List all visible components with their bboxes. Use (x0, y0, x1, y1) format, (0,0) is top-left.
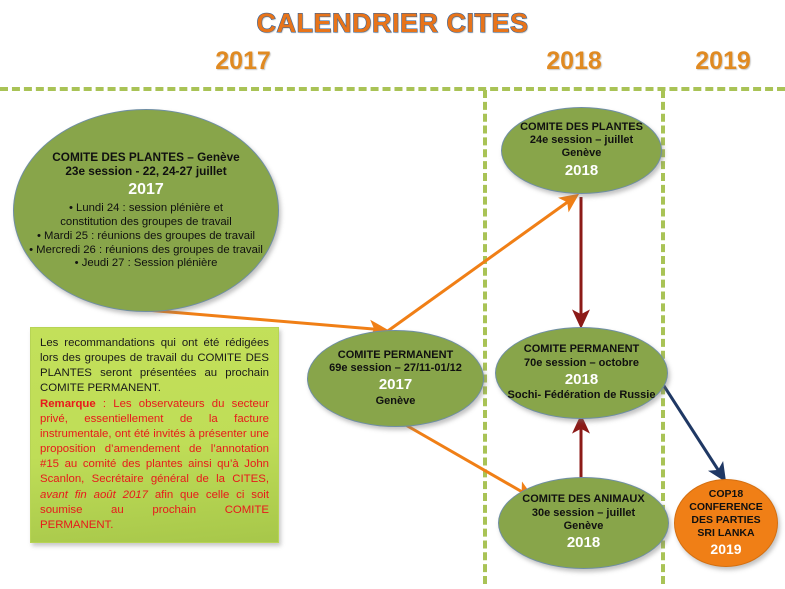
node-plants-2018-line1: COMITE DES PLANTES (520, 120, 643, 133)
note-remark-italic: avant fin août 2017 (40, 488, 148, 501)
note-box: Les recommandations qui ont été rédigées… (30, 327, 279, 543)
node-standing-committee-70[interactable]: COMITE PERMANENT 70e session – octobre 2… (495, 327, 668, 419)
node-plants-2017-bullet-5: • Jeudi 27 : Session plénière (74, 257, 218, 270)
note-remark-colon: : (95, 397, 114, 410)
node-plants-2017-line2: 23e session - 22, 24-27 juillet (65, 164, 227, 179)
timeline-divider-2018-2019 (661, 90, 665, 584)
node-cop18-line4: SRI LANKA (697, 526, 755, 539)
arrow-sc69-to-plants2018 (384, 193, 580, 335)
node-plants-2018-location: Genève (561, 147, 602, 160)
node-sc70-location: Sochi- Fédération de Russie (507, 389, 656, 402)
note-remark-part2: afin que celle ci soit soumise au procha… (40, 488, 269, 531)
year-label-2017: 2017 (215, 47, 271, 75)
node-animals-2018-line1: COMITE DES ANIMAUX (522, 493, 645, 506)
node-plants-2017[interactable]: COMITE DES PLANTES – Genève 23e session … (13, 109, 279, 312)
node-plants-2017-bullet-3: • Mardi 25 : réunions des groupes de tra… (36, 229, 256, 242)
arrow-sc70-to-cop18 (653, 371, 727, 483)
node-standing-committee-69[interactable]: COMITE PERMANENT 69e session – 27/11-01/… (307, 330, 484, 427)
node-plants-2018-year: 2018 (564, 161, 599, 179)
node-plants-2017-bullet-2: constitution des groupes de travail (60, 216, 232, 229)
node-sc69-line1: COMITE PERMANENT (337, 348, 454, 361)
node-sc70-line1: COMITE PERMANENT (523, 343, 640, 356)
node-cop18-line2: CONFERENCE (689, 501, 763, 514)
node-sc70-year: 2018 (564, 370, 599, 388)
timeline-horizontal-divider (0, 87, 785, 91)
node-cop18-line1: COP18 (708, 488, 744, 501)
note-paragraph-1: Les recommandations qui ont été rédigées… (40, 337, 269, 395)
page-title: CALENDRIER CITES (256, 7, 529, 38)
node-animals-2018[interactable]: COMITE DES ANIMAUX 30e session – juillet… (498, 477, 669, 569)
node-cop18-line3: DES PARTIES (691, 513, 761, 526)
node-animals-2018-location: Genève (563, 519, 604, 532)
node-sc69-year: 2017 (378, 376, 413, 394)
node-cop18[interactable]: COP18 CONFERENCE DES PARTIES SRI LANKA 2… (674, 479, 778, 567)
arrow-sc69-to-animals2018 (403, 422, 535, 499)
node-plants-2017-bullet-4: • Mercredi 26 : réunions des groupes de … (29, 243, 263, 256)
node-animals-2018-line2: 30e session – juillet (531, 506, 636, 519)
node-plants-2018-line2: 24e session – juillet (529, 134, 634, 147)
note-remark-part1: Les observateurs du secteur privé, essen… (40, 397, 269, 486)
node-plants-2018[interactable]: COMITE DES PLANTES 24e session – juillet… (501, 107, 662, 194)
year-label-2018: 2018 (546, 47, 602, 75)
node-cop18-year: 2019 (710, 540, 742, 557)
node-animals-2018-year: 2018 (566, 534, 601, 552)
note-remark-label: Remarque (40, 397, 96, 410)
timeline-divider-2017-2018 (483, 90, 487, 584)
node-plants-2017-year: 2017 (128, 180, 164, 198)
node-sc69-location: Genève (375, 394, 416, 407)
node-plants-2017-line1: COMITE DES PLANTES – Genève (52, 149, 240, 164)
node-sc70-line2: 70e session – octobre (524, 356, 639, 369)
node-sc69-line2: 69e session – 27/11-01/12 (329, 362, 462, 375)
node-plants-2017-bullet-1: • Lundi 24 : session plénière et (68, 202, 224, 215)
year-label-2019: 2019 (695, 47, 751, 75)
